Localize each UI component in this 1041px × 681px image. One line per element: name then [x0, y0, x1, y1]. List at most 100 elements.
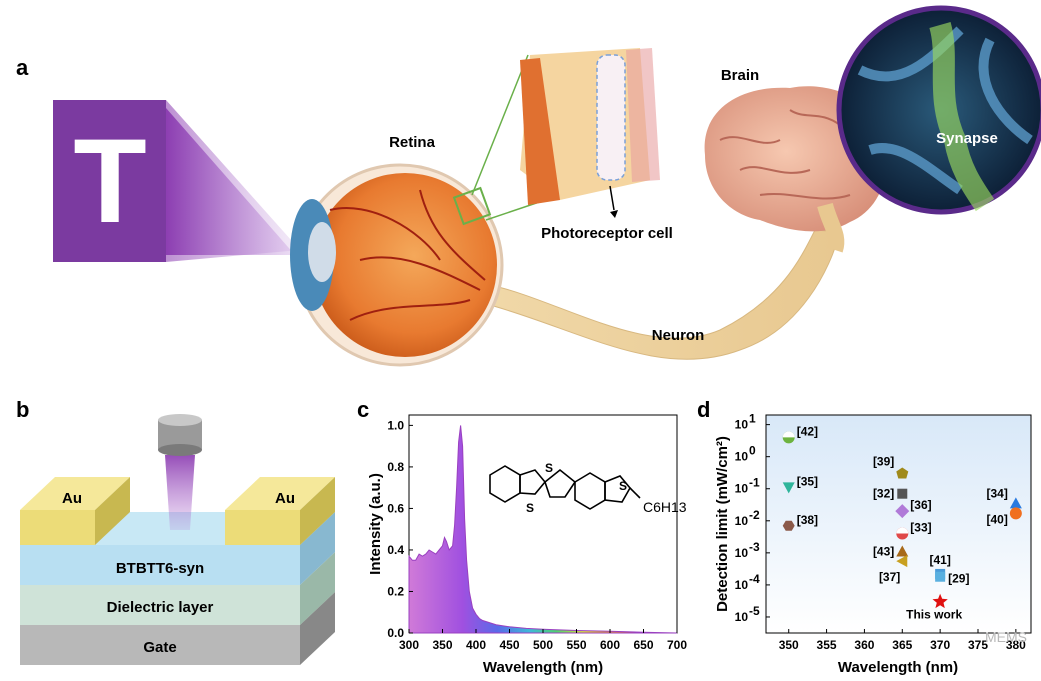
c-xlabel: Wavelength (nm) — [483, 659, 603, 676]
c-ytick-label: 0.6 — [387, 501, 404, 515]
d-xtick-label: 355 — [817, 638, 837, 652]
panel-letter-d: d — [697, 397, 711, 422]
data-point: [36] — [895, 498, 932, 519]
point-label: [29] — [948, 572, 969, 586]
point-marker — [896, 545, 909, 557]
point-marker — [1009, 507, 1022, 520]
point-marker — [896, 555, 908, 568]
retina-cross-section — [520, 48, 660, 218]
point-label: [32] — [873, 487, 894, 501]
retina-label: Retina — [389, 134, 436, 151]
data-point: [42] — [782, 424, 818, 444]
point-marker-half — [782, 431, 795, 438]
d-ytick-exponent: -2 — [749, 508, 760, 522]
molecule-structure — [489, 465, 641, 510]
data-point: [32] — [873, 487, 908, 501]
d-ytick-label: 10 — [735, 546, 749, 560]
point-label: [39] — [873, 454, 894, 468]
d-ytick-label: 10 — [735, 482, 749, 496]
data-point: [33] — [896, 521, 932, 540]
au-right-label: Au — [275, 490, 295, 507]
d-xtick-label: 365 — [892, 638, 912, 652]
watermark: MEMS — [985, 629, 1027, 645]
data-point: [39] — [873, 454, 909, 479]
data-point: [34] — [987, 486, 1022, 509]
au-electrode-right — [225, 477, 335, 545]
c-xtick-label: 650 — [633, 638, 653, 652]
au-left-label: Au — [62, 490, 82, 507]
point-marker-half — [896, 527, 909, 534]
point-label: [33] — [910, 521, 931, 535]
c-ytick-label: 0.2 — [387, 584, 404, 598]
point-marker — [897, 488, 908, 499]
data-point: [37] — [879, 555, 908, 584]
semiconductor-label: BTBTT6-syn — [116, 560, 204, 577]
d-ytick-exponent: -3 — [749, 540, 760, 554]
c-xtick-label: 400 — [466, 638, 486, 652]
point-marker — [782, 482, 795, 494]
c-ytick-label: 1.0 — [387, 418, 404, 432]
d-ytick-exponent: 1 — [749, 412, 756, 426]
d-xtick-label: 360 — [854, 638, 874, 652]
data-point: [35] — [782, 474, 818, 494]
au-electrode-left — [20, 477, 130, 545]
eye-illustration — [290, 163, 504, 367]
c-xtick-label: 600 — [600, 638, 620, 652]
point-marker — [782, 520, 795, 531]
letter-t: T — [73, 114, 146, 248]
d-ytick-label: 10 — [735, 610, 749, 624]
plot-frame-d — [765, 414, 1032, 634]
d-ytick-label: 10 — [735, 578, 749, 592]
d-ylabel: Detection limit (mW/cm²) — [714, 436, 731, 612]
panel-letter-b: b — [16, 397, 30, 422]
d-xlabel: Wavelength (nm) — [838, 659, 958, 676]
d-xtick-label: 370 — [930, 638, 950, 652]
d-ytick-label: 10 — [735, 418, 749, 432]
point-label: [37] — [879, 570, 900, 584]
panel-letter-c: c — [357, 397, 370, 422]
synapse-label: Synapse — [936, 130, 998, 147]
dielectric-label: Dielectric layer — [107, 599, 214, 616]
dielectric-layer — [20, 552, 335, 625]
data-point: This work — [906, 593, 962, 622]
point-label: [40] — [987, 512, 1008, 526]
point-label: This work — [906, 608, 962, 622]
point-label: [38] — [797, 513, 818, 527]
c-ytick-label: 0.0 — [387, 626, 404, 640]
substituent-label: C6H13 — [643, 499, 687, 515]
spectrum-area — [408, 425, 678, 634]
panel-a-illustration: T Retina Photoreceptor cell Brain Synaps… — [53, 5, 1041, 367]
data-point: [43] — [873, 545, 909, 559]
panel-letter-a: a — [16, 55, 29, 80]
point-marker — [1009, 497, 1022, 509]
point-label: [34] — [987, 486, 1008, 500]
c-xtick-label: 700 — [667, 638, 687, 652]
brain-label: Brain — [721, 67, 759, 84]
c-xtick-label: 550 — [566, 638, 586, 652]
d-ytick-label: 10 — [735, 514, 749, 528]
data-point: [40] — [987, 507, 1022, 526]
d-xtick-label: 375 — [968, 638, 988, 652]
data-point: [29] — [935, 571, 969, 586]
c-xtick-label: 500 — [533, 638, 553, 652]
point-label: [43] — [873, 545, 894, 559]
d-ytick-exponent: -4 — [749, 572, 760, 586]
svg-text:S: S — [545, 461, 553, 475]
d-ytick-exponent: -1 — [749, 476, 760, 490]
point-label: [36] — [910, 498, 931, 512]
point-marker — [935, 571, 946, 582]
d-ytick-exponent: -5 — [749, 604, 760, 618]
c-xtick-label: 450 — [499, 638, 519, 652]
gate-label: Gate — [143, 639, 176, 656]
c-ylabel: Intensity (a.u.) — [367, 473, 384, 575]
point-marker — [932, 593, 948, 609]
photoreceptor-label: Photoreceptor cell — [541, 225, 673, 242]
point-label: [41] — [929, 553, 950, 567]
c-xtick-label: 350 — [432, 638, 452, 652]
letter-card: T — [53, 100, 300, 262]
d-ytick-label: 10 — [735, 450, 749, 464]
data-point: [38] — [782, 513, 818, 531]
d-xtick-label: 380 — [1006, 638, 1026, 652]
